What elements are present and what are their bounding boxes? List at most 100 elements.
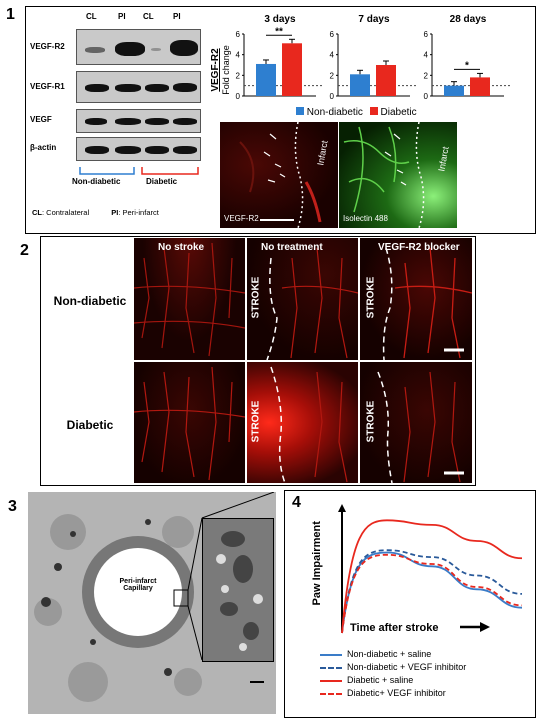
bar-ytick-label-2-2: 4	[424, 51, 429, 60]
grid-row-label-diabetic: Diabetic	[66, 418, 114, 432]
panel-2-frame	[40, 236, 476, 486]
bar-ytick-label-1-3: 6	[330, 30, 335, 39]
bar-1-0	[350, 74, 370, 96]
group-label-diabetic: Diabetic	[146, 177, 178, 186]
line-legend-item-0: Non-diabetic + saline	[320, 648, 466, 661]
grid-col-header-vegfr2blocker: VEGF-R2 blocker	[378, 242, 460, 253]
bar-ytick-label-0-2: 4	[236, 51, 241, 60]
micro-grid: No stroke No treatment STROKE VEGF-R2 bl…	[134, 238, 472, 483]
line-legend-label-3: Diabetic+ VEGF inhibitor	[347, 688, 446, 698]
bar-ylabel-top: VEGF-R2	[210, 48, 221, 92]
line-series-0	[341, 551, 523, 634]
micro-nondiabetic-nostroke: No stroke	[134, 238, 245, 360]
line-series-3	[341, 553, 523, 634]
bar-1-1	[376, 65, 396, 96]
blot-strip-vegfr2	[76, 29, 201, 65]
line-series-1	[341, 549, 523, 634]
stroke-label-r2c2: STROKE	[250, 400, 262, 443]
bar-chart-title-1: 7 days	[358, 14, 390, 25]
legend-pi-key: PI	[111, 208, 119, 217]
bar-sig-0: **	[275, 26, 283, 37]
line-legend-swatch-1	[320, 666, 342, 669]
blot-col-2: PI	[118, 12, 126, 21]
panel-number-3: 3	[8, 498, 17, 515]
bar-ylabel: VEGF-R2 Fold change	[210, 28, 231, 108]
bar-2-1	[470, 77, 490, 96]
grid-row-label-nondiabetic: Non-diabetic	[53, 294, 127, 308]
panel-number-1: 1	[6, 6, 15, 23]
blot-row-bactin: β-actin	[30, 143, 57, 152]
line-legend-label-0: Non-diabetic + saline	[347, 649, 432, 659]
line-legend-label-2: Diabetic + saline	[347, 675, 414, 685]
grid-col-header-nostroke: No stroke	[158, 242, 205, 253]
line-legend-item-1: Non-diabetic + VEGF inhibitor	[320, 661, 466, 674]
bar-ytick-label-1-1: 2	[330, 71, 335, 80]
legend-cl-key: CL	[32, 208, 42, 217]
bar-ytick-label-2-0: 0	[424, 92, 429, 100]
panel-number-2: 2	[20, 242, 29, 259]
blot-abbrev-legend: CL: Contralateral PI: Peri-infarct	[32, 208, 159, 217]
bar-ytick-label-2-3: 6	[424, 30, 429, 39]
blot-strip-bactin	[76, 137, 201, 161]
blot-strip-vegf	[76, 109, 201, 133]
legend-label-diabetic: Diabetic	[380, 107, 417, 118]
stroke-label-r1c2: STROKE	[250, 276, 262, 319]
bar-ytick-label-2-1: 2	[424, 71, 429, 80]
em-inset	[202, 518, 274, 662]
bar-ytick-label-0-3: 6	[236, 30, 241, 39]
stain-right-label: Isolectin 488	[343, 214, 388, 223]
line-xlabel: Time after stroke	[350, 622, 438, 634]
bar-ytick-label-0-0: 0	[236, 92, 241, 100]
bar-ytick-label-1-0: 0	[330, 92, 335, 100]
line-yaxis-arrow	[338, 504, 346, 512]
bar-sig-2: *	[465, 60, 469, 71]
line-legend-item-3: Diabetic+ VEGF inhibitor	[320, 687, 466, 700]
legend-swatch-nondiabetic	[296, 107, 304, 115]
isolectin-stain-image: Infarct Isolectin 488	[339, 122, 457, 228]
stroke-label-r2c3: STROKE	[365, 400, 377, 443]
blot-row-vegfr1: VEGF-R1	[30, 82, 65, 91]
panel-1-frame	[25, 6, 536, 234]
bar-chart-title-0: 3 days	[264, 14, 296, 25]
line-xaxis-arrow-head	[480, 622, 490, 632]
blot-col-3: CL	[143, 12, 154, 21]
bar-0-1	[282, 43, 302, 96]
panel-4-frame	[284, 490, 536, 718]
bar-chart-title-2: 28 days	[450, 14, 487, 25]
micro-diabetic-nostroke	[134, 362, 245, 483]
legend-pi-text: : Peri-infarct	[118, 208, 159, 217]
line-legend-swatch-0	[320, 653, 342, 656]
bar-charts: 3 days 0 2 4 6 ** 7 days 0 2 4 6 28 days 0 2 4 6 *	[236, 14, 510, 100]
bar-2-0	[444, 85, 464, 96]
line-series-2	[341, 519, 523, 634]
blot-row-vegf: VEGF	[30, 115, 52, 124]
stain-left-label: VEGF-R2	[224, 214, 259, 223]
line-legend-item-2: Diabetic + saline	[320, 674, 466, 687]
line-legend-swatch-3	[320, 692, 342, 695]
micro-diabetic-notreatment: STROKE	[247, 362, 358, 483]
legend-swatch-diabetic	[369, 107, 378, 115]
bar-legend: Non-diabetic Diabetic	[296, 107, 417, 118]
blot-row-vegfr2: VEGF-R2	[30, 42, 65, 51]
group-label-nondiabetic: Non-diabetic	[72, 177, 121, 186]
stroke-label-r1c3: STROKE	[365, 276, 377, 319]
legend-label-nondiabetic: Non-diabetic	[306, 107, 363, 118]
capillary-label: Peri-infarct Capillary	[119, 578, 157, 592]
micro-nondiabetic-vegfr2blocker: VEGF-R2 blocker STROKE	[360, 238, 472, 360]
blot-strip-vegfr1	[76, 71, 201, 103]
line-legend-swatch-2	[320, 679, 342, 682]
bar-ytick-label-0-1: 2	[236, 71, 241, 80]
bar-ytick-label-1-2: 4	[330, 51, 335, 60]
micro-diabetic-vegfr2blocker: STROKE	[360, 362, 472, 483]
blot-col-1: CL	[86, 12, 97, 21]
bar-0-0	[256, 63, 276, 96]
group-brackets	[79, 167, 199, 175]
vegfr2-stain-image: Infarct VEGF-R2	[220, 122, 338, 228]
blot-col-4: PI	[173, 12, 181, 21]
line-legend-label-1: Non-diabetic + VEGF inhibitor	[347, 662, 467, 672]
line-ylabel: Paw Impairment	[311, 521, 323, 606]
em-image: Peri-infarct Capillary	[28, 492, 276, 714]
grid-col-header-notreatment: No treatment	[261, 242, 323, 253]
